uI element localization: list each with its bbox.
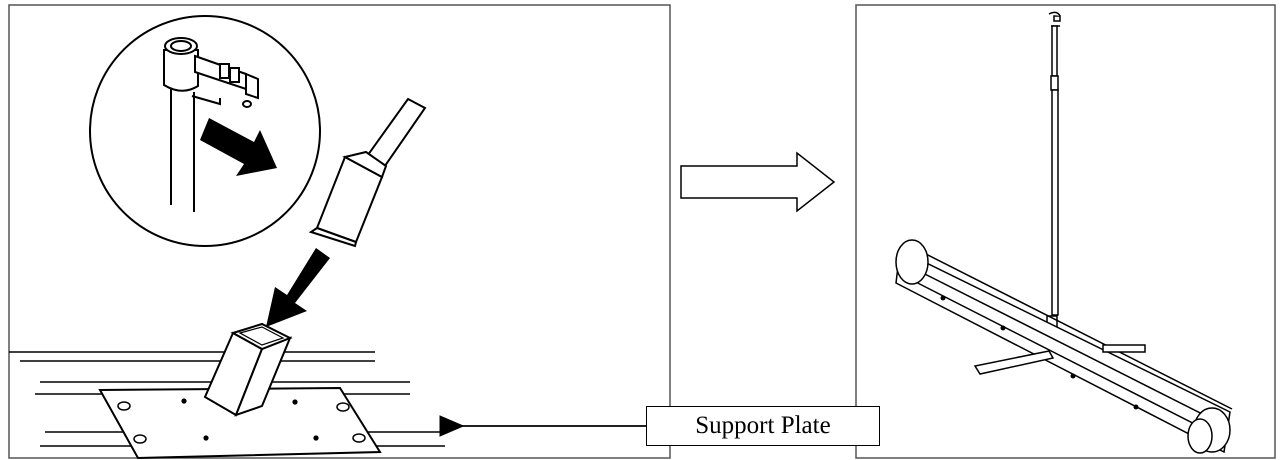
support-plate-label: Support Plate xyxy=(646,406,880,446)
support-plate xyxy=(98,386,382,460)
upright-pole xyxy=(308,97,427,248)
case-details xyxy=(940,295,1139,410)
detail-zoom-circle xyxy=(89,15,321,247)
plate-bolts xyxy=(181,398,319,441)
transition-arrow-icon xyxy=(680,151,836,213)
right-panel-frame xyxy=(855,4,1276,459)
slide-arrow xyxy=(200,118,277,176)
left-panel-frame xyxy=(8,4,671,459)
square-socket xyxy=(203,322,293,417)
telescopic-pole xyxy=(1046,11,1061,347)
right-panel xyxy=(855,4,1276,459)
rails xyxy=(9,351,445,447)
left-panel xyxy=(8,4,671,460)
support-legs xyxy=(973,344,1146,375)
plate-holes xyxy=(117,401,366,444)
insert-arrow xyxy=(266,248,330,327)
screen-case xyxy=(895,239,1233,454)
